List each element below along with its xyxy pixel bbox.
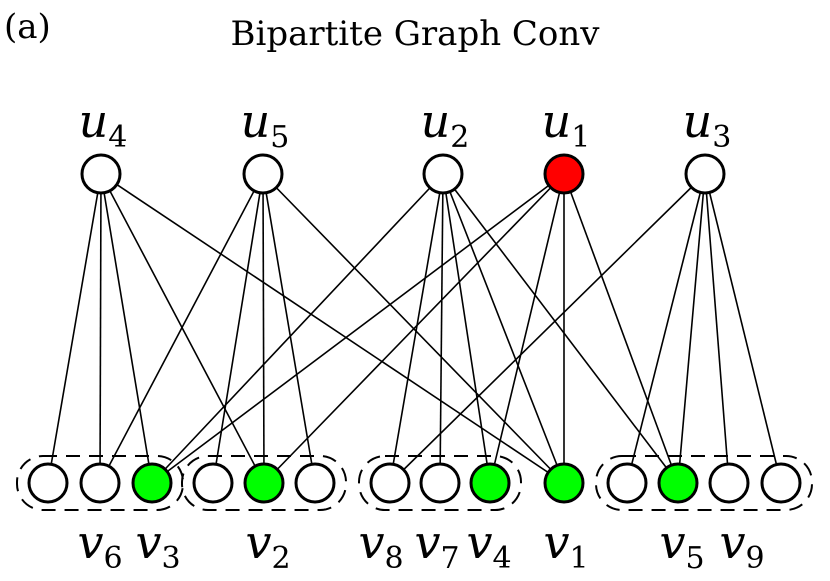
label-v3: v3: [135, 515, 180, 576]
edges: [47, 173, 782, 484]
edge-u2-v8: [389, 173, 444, 484]
edge-u2-v4: [442, 173, 491, 484]
node-b4: [192, 462, 234, 504]
label-v5: v5: [659, 515, 704, 576]
diagram-title: Bipartite Graph Conv: [230, 14, 600, 54]
node-v9: [708, 462, 750, 504]
edge-u3-b11: [626, 173, 706, 484]
nodes: [27, 153, 802, 504]
edge-u4-v3: [100, 173, 153, 484]
label-u3: u3: [683, 94, 732, 155]
label-u1: u1: [542, 94, 591, 155]
edge-u1-v2: [263, 173, 565, 484]
edge-u2-v1: [442, 173, 565, 484]
node-v2: [243, 462, 285, 504]
edge-u4-v6: [99, 173, 102, 484]
node-u1: [543, 153, 585, 195]
edge-u2-v7: [439, 173, 444, 484]
node-v1: [543, 462, 585, 504]
edge-u2-v3: [151, 173, 444, 484]
panel-label: (a): [4, 7, 51, 47]
label-v4: v4: [466, 515, 511, 576]
neighbor-group-4: [595, 455, 813, 511]
label-u5: u5: [241, 94, 290, 155]
label-v2: v2: [245, 515, 290, 576]
node-u5: [242, 153, 284, 195]
label-u4: u4: [79, 94, 128, 155]
node-b14: [760, 462, 802, 504]
node-v5: [657, 462, 699, 504]
label-v9: v9: [719, 515, 764, 576]
edge-u5-v2: [262, 173, 265, 484]
edge-u4-b1: [47, 173, 102, 484]
edge-u3-v9: [704, 173, 730, 484]
edge-u5-b6: [262, 173, 316, 484]
node-v7: [419, 462, 461, 504]
edge-u2-v5: [442, 173, 679, 484]
edge-u3-v5: [677, 173, 706, 484]
node-u4: [80, 153, 122, 195]
edge-u1-v3: [151, 173, 565, 484]
node-b6: [294, 462, 336, 504]
node-v8: [369, 462, 411, 504]
label-v1: v1: [543, 515, 588, 576]
label-u2: u2: [421, 94, 470, 155]
node-v6: [79, 462, 121, 504]
node-b11: [606, 462, 648, 504]
label-v8: v8: [358, 515, 403, 576]
edge-u5-v6: [99, 173, 264, 484]
node-b1: [27, 462, 69, 504]
edge-u4-v2: [100, 173, 265, 484]
edge-u3-b14: [704, 173, 782, 484]
edge-u1-v5: [563, 173, 679, 484]
label-v6: v6: [77, 515, 122, 576]
label-v7: v7: [414, 515, 459, 576]
node-v4: [469, 462, 511, 504]
edge-u4-v1: [100, 173, 565, 484]
edge-u3-v8: [389, 173, 706, 484]
node-u3: [684, 153, 726, 195]
node-u2: [422, 153, 464, 195]
node-v3: [131, 462, 173, 504]
edge-u1-v4: [489, 173, 565, 484]
